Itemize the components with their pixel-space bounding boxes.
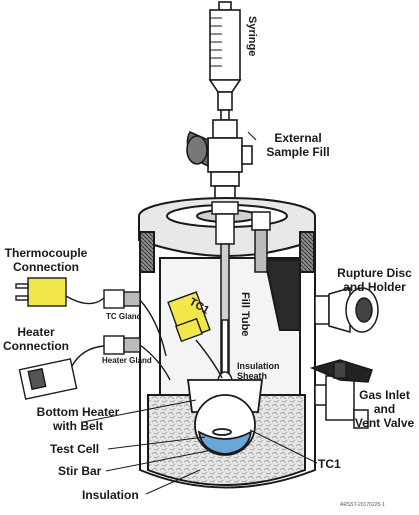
heater-gland [103,299,171,381]
label-stir-bar: Stir Bar [58,464,102,478]
label-tc1-bottom: TC1 [318,457,341,471]
lid-fittings [211,201,271,273]
label-syringe: Syringe [246,16,258,57]
tc-gland [103,289,141,309]
heater-connector [18,345,105,400]
label-test-cell: Test Cell [50,442,100,456]
tc1-connector [167,291,223,379]
label-external-sample-fill: External Sample Fill [266,131,330,159]
syringe [208,1,242,121]
label-bottom-heater: Bottom Heater with Belt [36,405,120,433]
label-tc-gland: TC Gland [106,312,142,321]
leader-lines [82,131,318,495]
rupture-disc-holder [314,287,379,333]
label-thermocouple-connection: Thermocouple Connection [4,246,88,274]
label-insulation-sheath: Insulation Sheath [237,361,280,381]
label-rupture-disc: Rupture Disc and Holder [337,266,412,294]
label-gas-inlet: Gas Inlet and Vent Valve [354,388,415,430]
thermocouple-connector [15,277,105,307]
label-heater-gland: Heater Gland [102,356,152,365]
sample-fill-valve [186,119,253,203]
label-fill-tube: Fill Tube [239,292,251,337]
gas-inlet-valve [309,359,373,429]
test-cell [186,379,264,456]
label-heater-connection: Heater Connection [3,325,69,353]
label-insulation: Insulation [82,488,139,502]
figure-id: ARSST-20170225-1 [340,502,385,508]
